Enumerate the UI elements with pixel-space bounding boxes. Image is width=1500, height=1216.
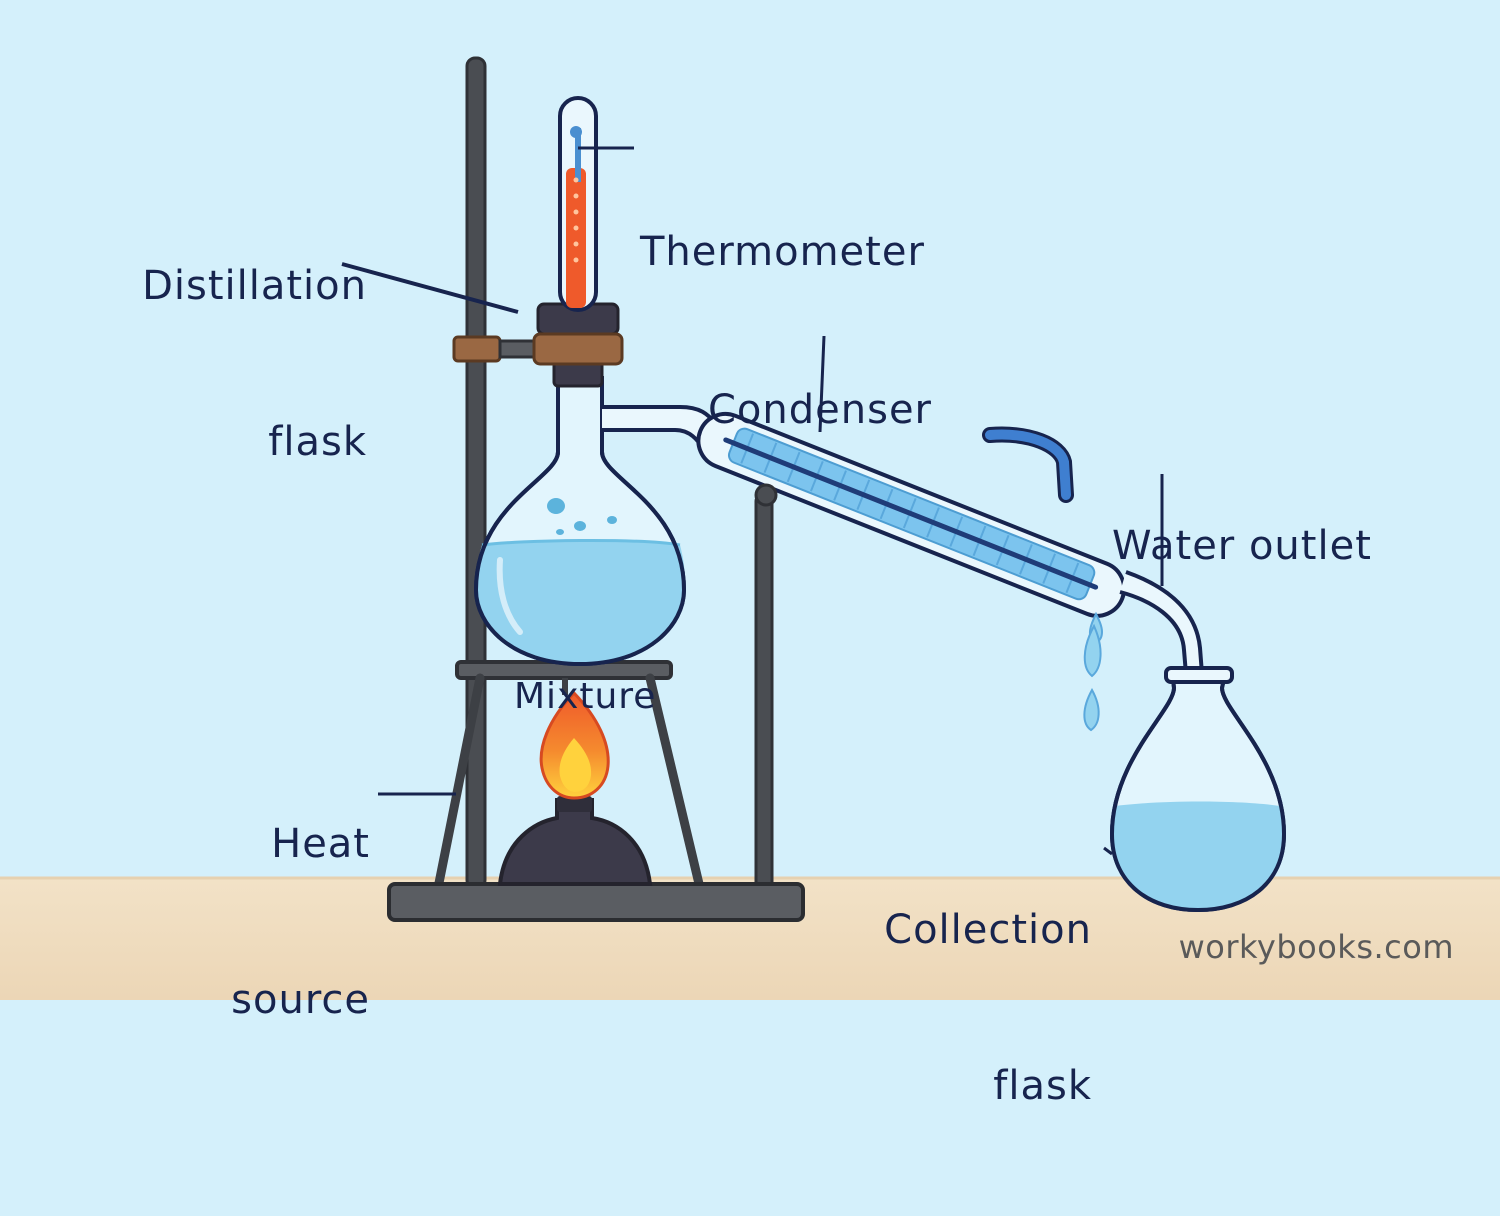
leader-condenser	[818, 335, 826, 433]
mixture-label: Mixture	[514, 675, 657, 717]
condenser-clamp	[754, 483, 778, 507]
droplet-icon	[1083, 611, 1104, 732]
collection-flask-label-line1: Collection	[884, 907, 1092, 953]
collection-flask	[1109, 666, 1287, 913]
heat-source-label: Heat source	[231, 714, 370, 1130]
apparatus-illustration	[0, 56, 1500, 1000]
leader-distillation-flask	[341, 262, 519, 314]
condenser-support-rod	[754, 493, 774, 892]
collection-flask-label-line2: flask	[993, 1063, 1092, 1109]
stand-rod	[465, 56, 487, 890]
stand-base	[387, 882, 805, 922]
distillation-flask-label: Distillation flask	[142, 156, 367, 572]
thermometer	[558, 96, 598, 312]
collection-flask-label: Collection flask	[884, 800, 1092, 1216]
flame-icon	[539, 690, 610, 800]
heat-source-label-line1: Heat	[271, 821, 370, 867]
condenser	[696, 411, 1127, 618]
thermometer-label: Thermometer	[640, 229, 925, 275]
burner	[497, 796, 653, 886]
watermark: workybooks.com	[1178, 928, 1454, 966]
distillation-flask-label-line1: Distillation	[142, 263, 367, 309]
bubble-icon	[547, 498, 617, 535]
heat-source-label-line2: source	[231, 977, 370, 1023]
leader-collection-flask	[1103, 846, 1113, 856]
leader-lines	[341, 146, 1164, 856]
distillation-flask-label-line2: flask	[268, 419, 367, 465]
condenser-label: Condenser	[708, 387, 932, 433]
distillation-diagram: Thermometer Distillation flask Condenser…	[0, 56, 1500, 1109]
water-outlet-label: Water outlet	[1112, 523, 1372, 569]
clamp	[452, 332, 624, 366]
